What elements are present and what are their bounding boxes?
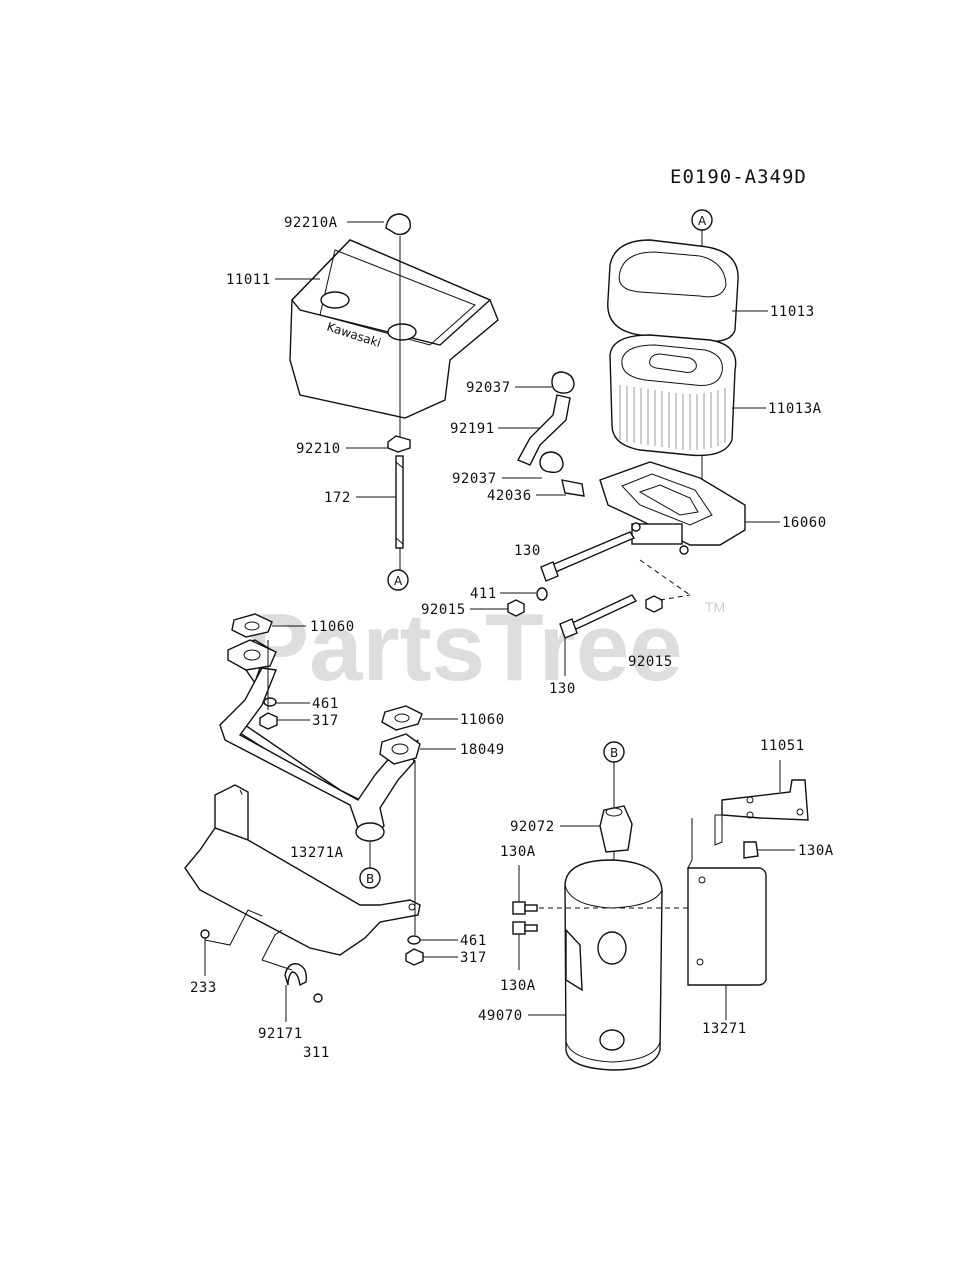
knob-92210A[interactable] [385, 213, 411, 236]
label-130A-right: 130A [798, 843, 834, 859]
label-11013: 11013 [770, 304, 815, 320]
label-130A-left-lower: 130A [500, 978, 536, 994]
nut-92015-left[interactable] [507, 599, 525, 617]
air-cleaner-base-16060[interactable] [599, 461, 746, 555]
bolt-130A-right[interactable] [743, 841, 795, 859]
label-311: 311 [303, 1045, 330, 1061]
clamp-92037-top[interactable] [551, 371, 575, 394]
ref-circle-a-upper: A [691, 209, 713, 231]
clamp-92171[interactable] [284, 963, 308, 987]
ref-circle-b-left: B [359, 867, 381, 889]
nut-92210[interactable] [387, 435, 411, 453]
flange-18049[interactable] [379, 733, 421, 765]
washer-411[interactable] [536, 587, 548, 601]
pre-cleaner-11013[interactable] [607, 239, 739, 342]
label-92037-top: 92037 [466, 380, 511, 396]
bolt-130-upper[interactable] [540, 531, 636, 582]
gasket-11060-left[interactable] [231, 613, 273, 638]
svg-text:A: A [698, 214, 707, 228]
pipe-joint-92072[interactable] [599, 805, 633, 853]
heat-shield-bracket[interactable] [184, 784, 421, 956]
watermark-tm: TM [705, 599, 725, 615]
label-92191: 92191 [450, 421, 495, 437]
screw-233[interactable] [200, 929, 210, 939]
ref-circle-b-right: B [603, 741, 625, 763]
label-172: 172 [324, 490, 351, 506]
washer-461-upper[interactable] [263, 697, 277, 707]
label-11060-left: 11060 [310, 619, 355, 635]
label-92210A: 92210A [284, 215, 338, 231]
stud-172[interactable] [395, 455, 404, 549]
nut-317-upper[interactable] [259, 712, 278, 730]
washer-461-lower[interactable] [407, 935, 421, 945]
label-42036: 42036 [487, 488, 532, 504]
exhaust-pipe-13271A[interactable] [219, 639, 419, 842]
label-49070: 49070 [478, 1008, 523, 1024]
air-cleaner-cover[interactable]: Kawasaki [289, 239, 499, 419]
label-130-lower: 130 [549, 681, 576, 697]
svg-text:B: B [610, 746, 618, 760]
label-317-upper: 317 [312, 713, 339, 729]
label-92210: 92210 [296, 441, 341, 457]
ref-circle-a-lower: A [387, 569, 409, 591]
bracket-11051[interactable] [714, 779, 809, 846]
pipe-42036[interactable] [561, 479, 585, 497]
nut-92015-right[interactable] [645, 595, 663, 613]
muffler-cover-13271[interactable] [687, 867, 767, 986]
label-317-lower: 317 [460, 950, 487, 966]
label-92015-right: 92015 [628, 654, 673, 670]
label-18049: 18049 [460, 742, 505, 758]
bolt-130A-left-1[interactable] [512, 901, 538, 915]
bolt-130-lower[interactable] [559, 594, 638, 639]
label-13271: 13271 [702, 1021, 747, 1037]
svg-text:B: B [366, 872, 374, 886]
label-411: 411 [470, 586, 497, 602]
label-16060: 16060 [782, 515, 827, 531]
nut-317-lower[interactable] [405, 948, 424, 966]
nut-311[interactable] [313, 993, 323, 1003]
label-92072: 92072 [510, 819, 555, 835]
label-92015-left: 92015 [421, 602, 466, 618]
svg-text:A: A [394, 574, 403, 588]
label-92037-bottom: 92037 [452, 471, 497, 487]
label-13271A: 13271A [290, 845, 344, 861]
breather-hose-92191[interactable] [517, 394, 571, 466]
bolt-130A-left-2[interactable] [512, 921, 538, 935]
filter-element-11013A[interactable] [609, 334, 737, 457]
label-130-upper: 130 [514, 543, 541, 559]
clamp-92037-bottom[interactable] [539, 451, 564, 474]
label-461-lower: 461 [460, 933, 487, 949]
label-130A-left-upper: 130A [500, 844, 536, 860]
label-11051: 11051 [760, 738, 805, 754]
muffler-49070[interactable] [564, 859, 663, 1071]
label-92171: 92171 [258, 1026, 303, 1042]
label-233: 233 [190, 980, 217, 996]
label-11011: 11011 [226, 272, 271, 288]
diagram-code: E0190-A349D [670, 166, 807, 188]
label-461-upper: 461 [312, 696, 339, 712]
label-11013A: 11013A [768, 401, 822, 417]
gasket-11060-right[interactable] [381, 705, 423, 731]
label-11060-right: 11060 [460, 712, 505, 728]
